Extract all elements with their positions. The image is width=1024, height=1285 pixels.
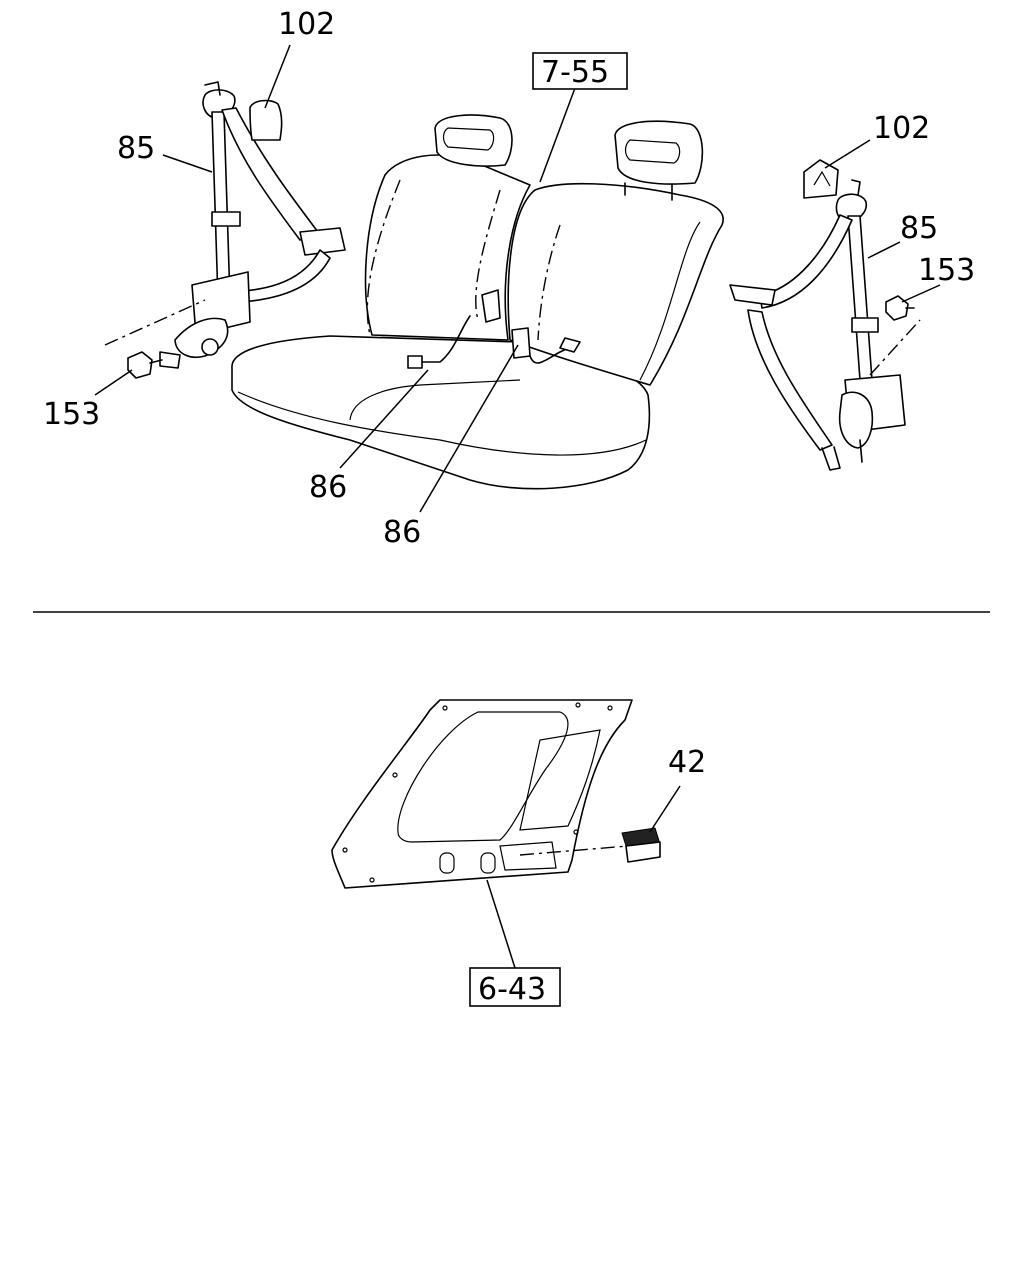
callout-86-b: 86 <box>383 515 421 550</box>
buckle-86-right <box>511 327 581 364</box>
cover-102-left <box>249 99 283 141</box>
trim-reference-box[interactable]: 6-43 <box>469 967 561 1007</box>
buckle-86-left <box>407 289 501 369</box>
callout-85-left: 85 <box>117 131 155 166</box>
callout-102-right: 102 <box>873 111 930 146</box>
rear-seat <box>231 114 724 490</box>
right-seat-belt <box>729 179 921 471</box>
callout-153-left: 153 <box>43 397 100 432</box>
callout-102-left: 102 <box>278 7 335 42</box>
callout-86-a: 86 <box>309 470 347 505</box>
callout-153-right: 153 <box>918 253 975 288</box>
seat-reference-box[interactable]: 7-55 <box>532 52 628 90</box>
left-seat-belt <box>104 81 346 369</box>
callout-42: 42 <box>668 745 706 780</box>
bolt-153-right <box>885 295 915 321</box>
roof-trim-panel <box>331 699 633 889</box>
callout-85-right: 85 <box>900 211 938 246</box>
cover-102-right <box>803 159 839 199</box>
bolt-153-left <box>127 351 163 379</box>
part-42-switch <box>621 827 661 863</box>
trim-reference-label: 6-43 <box>478 972 546 1007</box>
leader-lines <box>94 44 941 969</box>
seat-reference-label: 7-55 <box>541 55 609 90</box>
